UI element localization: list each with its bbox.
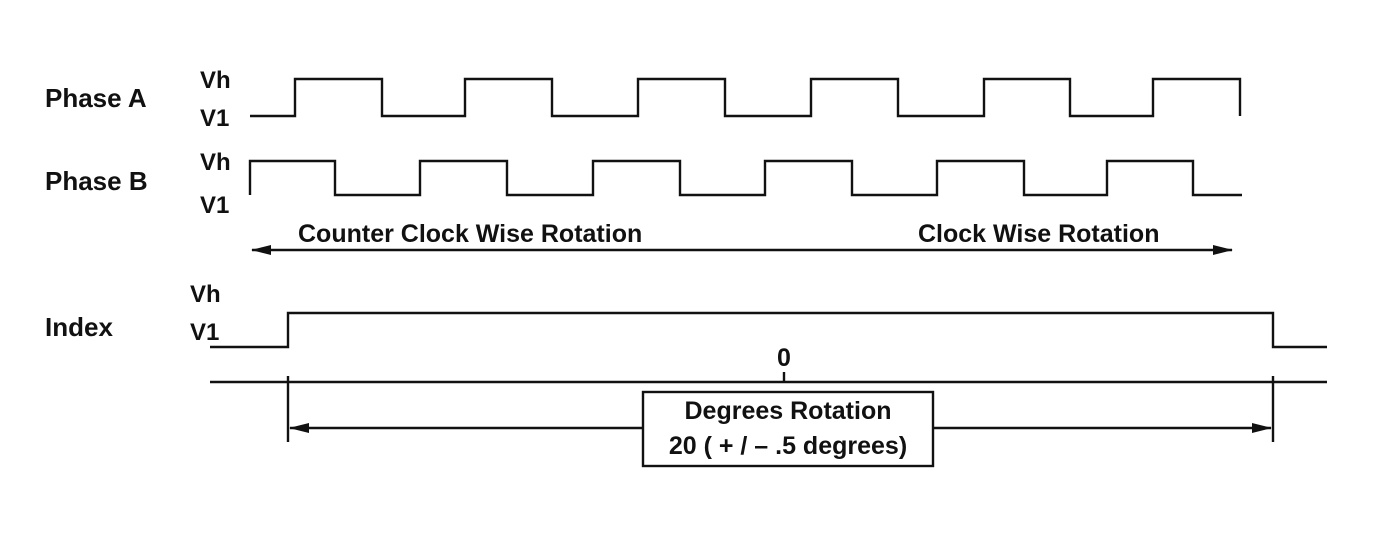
degrees-rotation-value: 20 ( + / – .5 degrees) [669, 432, 907, 460]
phase-a-waveform [250, 77, 1242, 118]
phase-b-v1-label: V1 [200, 192, 229, 219]
phase-b-vh-label: Vh [200, 149, 231, 176]
index-waveform [210, 311, 1327, 349]
phase-a-label: Phase A [45, 83, 147, 113]
degrees-rotation-box [641, 390, 935, 468]
ccw-rotation-label: Counter Clock Wise Rotation [298, 220, 642, 248]
index-label: Index [45, 312, 113, 342]
index-zero-label: 0 [777, 344, 791, 372]
phase-b-waveform [248, 159, 1242, 197]
index-v1-label: V1 [190, 319, 219, 346]
phase-b-label: Phase B [45, 166, 148, 196]
index-vh-label: Vh [190, 281, 221, 308]
cw-rotation-label: Clock Wise Rotation [918, 220, 1159, 248]
phase-a-vh-label: Vh [200, 67, 231, 94]
phase-a-v1-label: V1 [200, 105, 229, 132]
degrees-rotation-title: Degrees Rotation [685, 397, 892, 425]
